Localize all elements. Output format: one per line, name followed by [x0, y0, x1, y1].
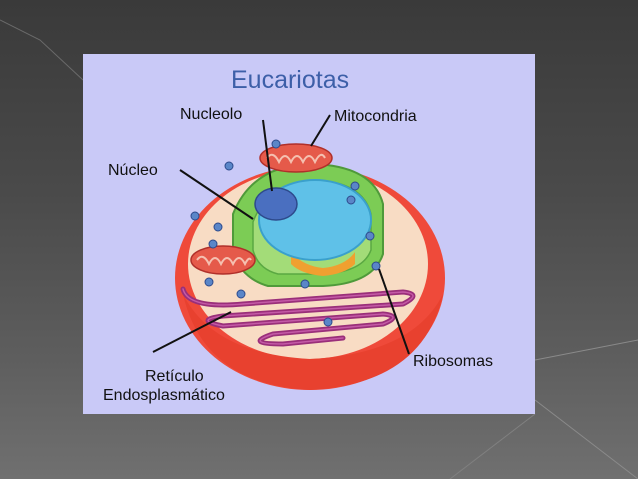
label-reticulo-line1: Retículo — [145, 368, 204, 385]
eukaryotic-cell-figure: Eucariotas — [83, 54, 535, 414]
mitochondrion-top — [259, 143, 333, 173]
mitochondrion-left — [190, 245, 256, 275]
label-nucleolo: Nucleolo — [180, 106, 242, 123]
pointer-ribosomas — [378, 268, 410, 355]
pointer-nucleo — [179, 169, 254, 220]
ribosomes — [190, 139, 381, 327]
endoplasmic-reticulum-highlight — [182, 288, 414, 345]
pointer-lines — [152, 114, 410, 355]
label-mitocondria: Mitocondria — [334, 108, 417, 125]
pointer-nucleolo — [262, 119, 273, 192]
vesicle-orange — [291, 252, 355, 276]
cell-lower-rim — [183, 294, 443, 390]
nucleolus — [254, 187, 298, 221]
pointer-reticulo — [152, 311, 232, 353]
label-ribosomas: Ribosomas — [413, 353, 493, 370]
pointer-mitocondria — [310, 114, 331, 147]
label-nucleo: Núcleo — [108, 162, 158, 179]
cell-diagram: Eucariotas — [103, 66, 493, 404]
label-reticulo-line2: Endosplasmático — [103, 387, 225, 404]
diagram-title: Eucariotas — [231, 66, 349, 94]
